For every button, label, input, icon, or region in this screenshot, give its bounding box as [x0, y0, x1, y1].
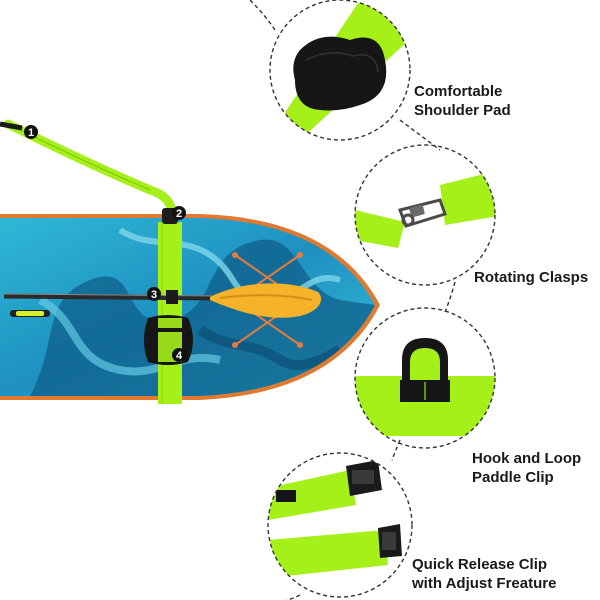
marker-1: 1 [24, 125, 38, 139]
feature-label-rotating-clasps: Rotating Clasps [474, 268, 588, 287]
feature-label-line: Quick Release Clip [412, 556, 548, 573]
feature-label-line: Hook and Loop [472, 450, 582, 467]
detail-circle-shoulder-pad [269, 0, 411, 141]
svg-text:4: 4 [176, 350, 183, 362]
marker-3: 3 [147, 287, 161, 301]
feature-label-line: Comfortable [414, 83, 503, 100]
feature-label-hook-loop: Hook and Loop Paddle Clip [472, 449, 581, 487]
quick-release-clip-icon [346, 460, 402, 558]
marker-2: 2 [172, 206, 186, 220]
feature-label-line: Paddle Clip [472, 469, 554, 486]
svg-text:3: 3 [151, 289, 157, 301]
feature-label-line: with Adjust Freature [412, 575, 557, 592]
svg-text:1: 1 [28, 127, 34, 139]
detail-circle-quick-release [267, 452, 413, 598]
marker-4: 4 [172, 348, 186, 362]
strap-shoulder-pad [144, 315, 193, 365]
rotating-clasp-icon [398, 198, 447, 228]
feature-label-shoulder-pad: Comfortable Shoulder Pad [414, 82, 511, 120]
detail-circle-hook-loop [354, 307, 496, 449]
kayak-paddle [3, 283, 322, 318]
feature-label-line: Shoulder Pad [414, 102, 511, 119]
dashed-connectors [249, 0, 456, 600]
carry-strap [0, 119, 182, 404]
paddle-clip-wrap [166, 290, 178, 304]
paddle-board [0, 214, 380, 400]
svg-text:2: 2 [176, 208, 182, 220]
hook-loop-clip-icon [400, 338, 450, 402]
detail-circle-rotating-clasp [354, 144, 496, 286]
feature-label-quick-release: Quick Release Clip with Adjust Freature [412, 555, 556, 593]
feature-label-line: Rotating Clasps [474, 269, 589, 286]
